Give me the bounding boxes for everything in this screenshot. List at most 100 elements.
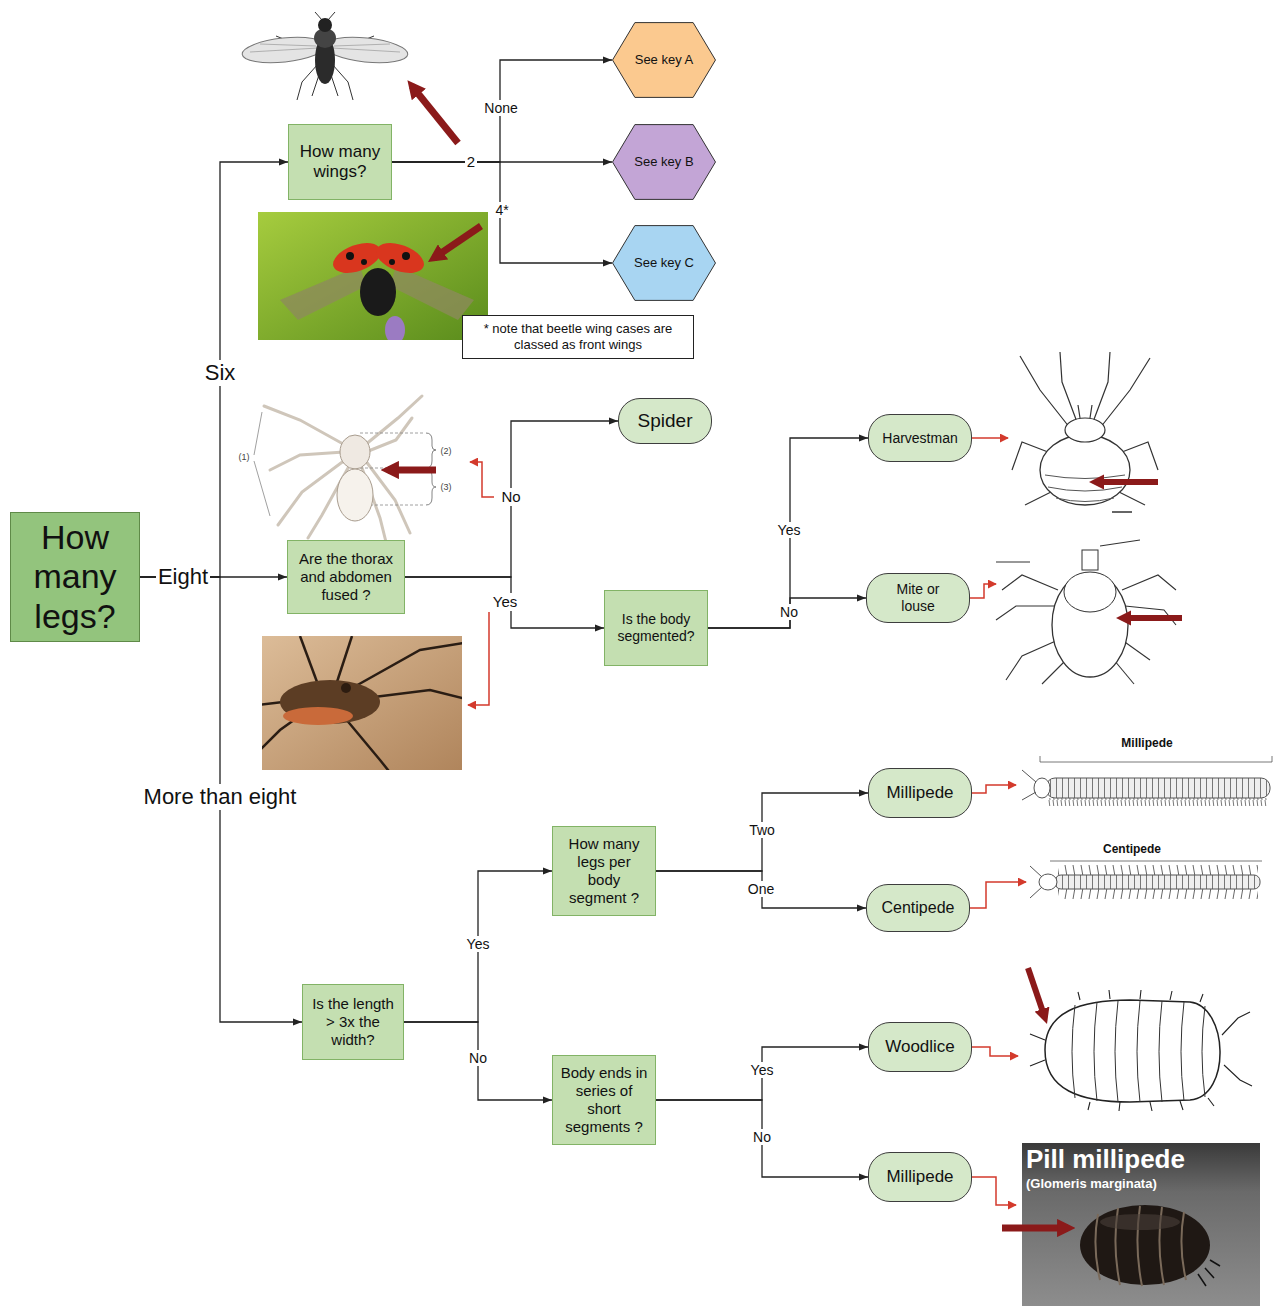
tick-drawing [1100, 540, 1140, 546]
hexagon-outline [613, 23, 716, 98]
millipede-drawing [1034, 778, 1050, 798]
connector-arrow [656, 871, 866, 908]
hexagon-outline [613, 125, 716, 200]
callout-number: (1) [239, 452, 250, 462]
branch-label: Two [747, 822, 777, 838]
harvestman-drawing [1040, 435, 1130, 505]
node-text: See key B [634, 154, 694, 170]
connector-arrow [405, 421, 618, 577]
spider-drawing [365, 396, 422, 445]
spider-drawing [254, 412, 270, 516]
connector-arrow [140, 577, 302, 1022]
millipede-drawing [1022, 756, 1272, 806]
node-text: Is the length > 3x the width? [309, 995, 397, 1049]
centipede-drawing [1030, 861, 1262, 900]
connector-arrow [708, 438, 868, 628]
pill-millipede-photo [1100, 1214, 1180, 1230]
millipede-drawing [1046, 778, 1270, 798]
centipede-drawing [1030, 866, 1042, 898]
figure-title: Millipede [1121, 737, 1172, 751]
node-text: Woodlice [881, 1037, 959, 1057]
harvestman-drawing [1112, 511, 1132, 513]
fly-illustration [315, 12, 322, 20]
connector-arrow [708, 598, 866, 628]
woodlouse-drawing [1030, 1034, 1045, 1066]
harvestman-photo [262, 636, 462, 770]
picture-link [972, 785, 1016, 793]
fly-illustration [241, 12, 409, 100]
branch-label: No [778, 604, 800, 620]
node-text: * note that beetle wing cases are classe… [469, 321, 687, 352]
millipede-drawing [1048, 798, 1268, 806]
spider-drawing [426, 469, 436, 505]
tick-drawing [1082, 550, 1098, 570]
tick-drawing [1006, 640, 1058, 680]
node-text: Body ends in series of short segments ? [559, 1064, 649, 1136]
picture-link [972, 437, 1008, 439]
ladybird-photo [360, 268, 396, 316]
pointer-arrow [1122, 615, 1182, 621]
picture-link [972, 1047, 1018, 1056]
node-text: How many legs per body segment ? [559, 835, 649, 907]
spider-drawing [264, 406, 345, 445]
callout-number: (3) [441, 482, 452, 492]
tick-drawing [1052, 573, 1128, 677]
fly-illustration [297, 64, 318, 100]
node-text: Spider [631, 410, 699, 433]
harvestman-photo [345, 642, 462, 692]
connector-arrow [140, 162, 288, 577]
harvestman-drawing [1012, 352, 1158, 505]
branch-label: 2 [465, 153, 477, 170]
branch-label: No [751, 1129, 773, 1145]
question-box: Is the length > 3x the width? [302, 984, 404, 1060]
pill-millipede-photo [1095, 1206, 1186, 1286]
pointer-arrow [1028, 968, 1045, 1018]
branch-label: None [482, 100, 519, 116]
ladybird-photo [346, 252, 354, 260]
branch-label: Yes [465, 936, 492, 952]
question-box: Body ends in series of short segments ? [552, 1055, 656, 1145]
photo-title: Pill millipede [1026, 1145, 1185, 1175]
picture-link [970, 882, 1026, 908]
connector-arrow [404, 871, 552, 1022]
ladybird-photo [329, 237, 385, 279]
branch-label: No [467, 1050, 489, 1066]
harvestman-photo [262, 636, 462, 770]
node-text: Is the body segmented? [611, 611, 701, 645]
spider-drawing [426, 433, 436, 468]
harvestman-drawing [1093, 352, 1110, 422]
node-text: Millipede [881, 783, 959, 803]
connector-arrow [392, 60, 612, 162]
pointer-arrow [434, 226, 481, 258]
harvestman-photo [262, 636, 462, 770]
branch-label: Yes [776, 522, 803, 538]
harvestman-drawing [1065, 418, 1105, 442]
spider-drawing [340, 435, 370, 469]
millipede-drawing [1022, 770, 1036, 800]
ladybird-photo [389, 259, 395, 265]
tick-drawing [996, 540, 1176, 684]
branch-label: Yes [749, 1062, 776, 1078]
pointer-arrow [1002, 1225, 1068, 1232]
fly-illustration [318, 18, 332, 32]
tick-drawing [1122, 575, 1176, 590]
woodlouse-drawing [1072, 1001, 1205, 1102]
picture-link [972, 1177, 1016, 1205]
harvestman-drawing [1060, 352, 1077, 422]
node-text: How many wings? [295, 142, 385, 183]
hexagon-outline [613, 226, 716, 301]
harvestman-drawing [1100, 358, 1150, 428]
node-text: Mite or louse [879, 581, 957, 615]
connector-arrow [404, 1022, 552, 1100]
result-box: Harvestman [868, 414, 972, 462]
connector-arrow [656, 1047, 868, 1100]
connector-arrow [656, 793, 868, 871]
woodlouse-drawing [1030, 990, 1252, 1111]
tick-drawing [1042, 660, 1066, 684]
photo-subtitle: (Glomeris marginata) [1026, 1177, 1157, 1192]
spider-drawing [366, 418, 412, 452]
woodlouse-drawing [1045, 1000, 1220, 1102]
node-text: Harvestman [881, 430, 959, 447]
tick-drawing [996, 561, 1030, 562]
ladybird-photo [258, 212, 488, 340]
